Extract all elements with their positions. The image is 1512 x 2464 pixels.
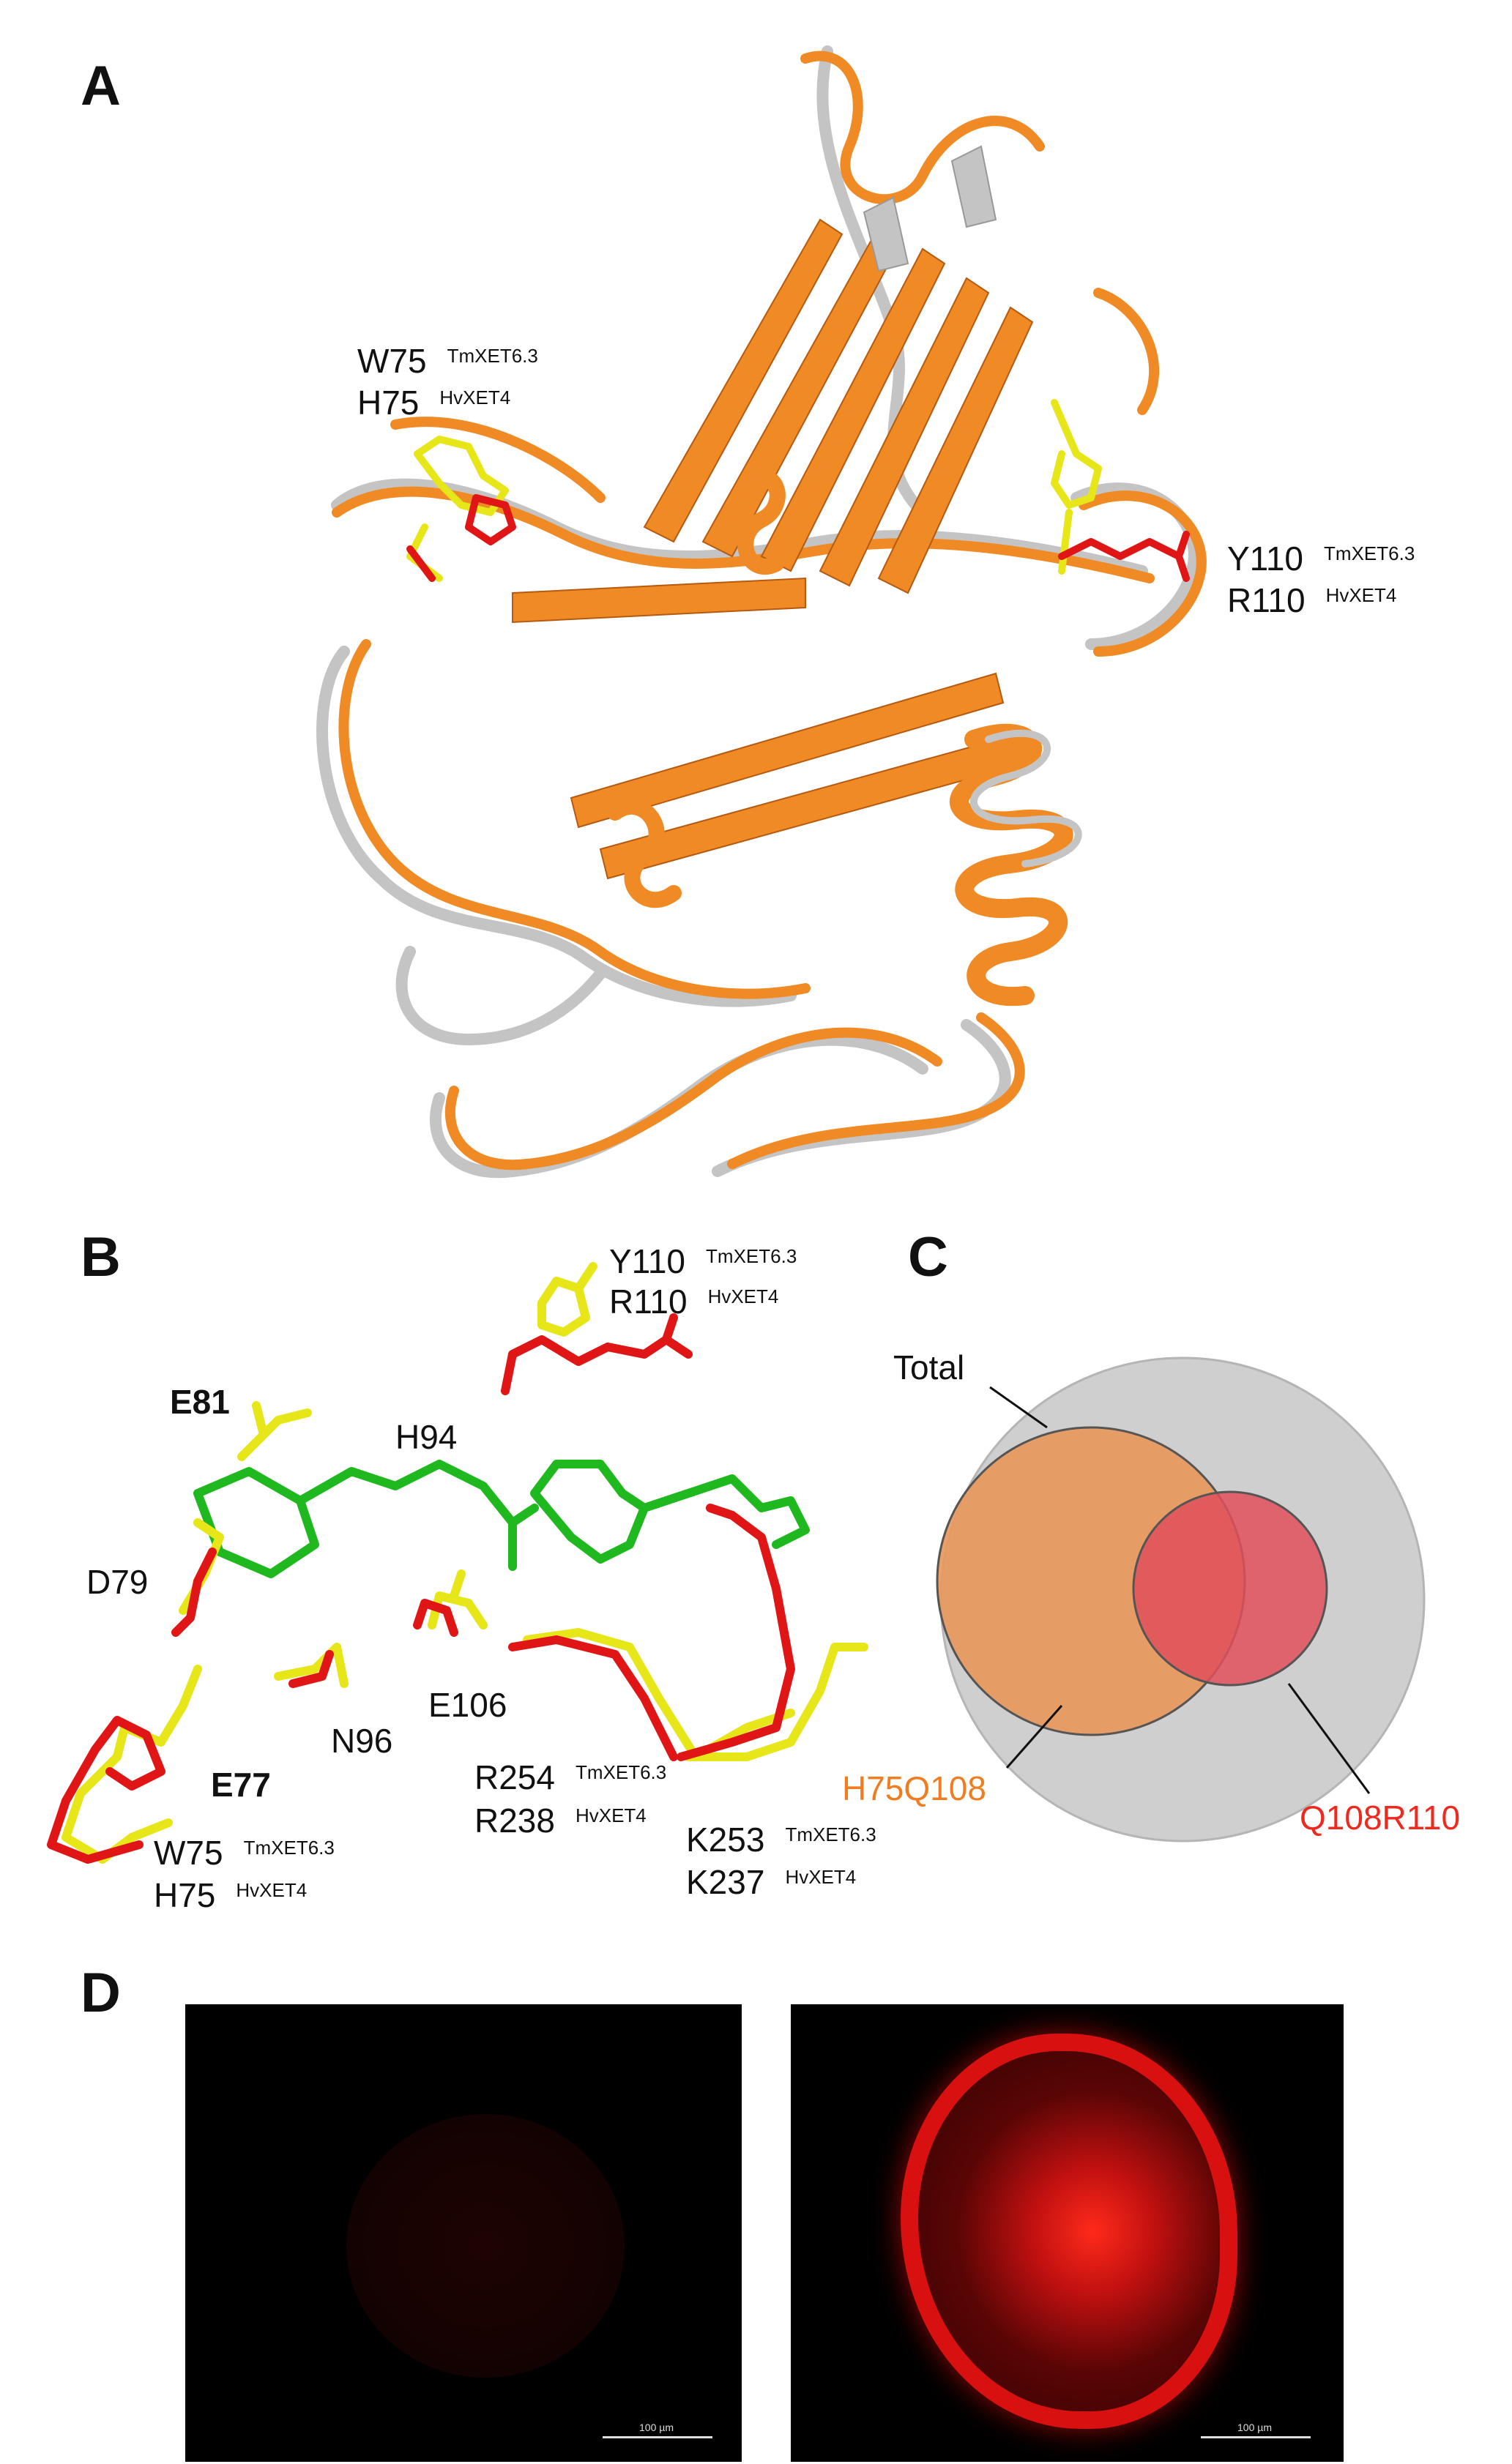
red-r238 — [508, 1635, 678, 1761]
venn-diagram — [936, 1356, 1426, 1843]
red-n96 — [288, 1650, 334, 1688]
panel-b-e81-label: E81 — [170, 1383, 230, 1421]
venn-total-label: Total — [893, 1348, 965, 1386]
active-site-sticks — [47, 1262, 868, 1864]
micrograph-right: 100 µm — [791, 2004, 1344, 2462]
venn-h75q108-leader — [1005, 1705, 1063, 1769]
h75-sidechain — [406, 494, 516, 582]
grey-ribbon — [316, 45, 1200, 1179]
panel-label-d: D — [81, 1962, 121, 2024]
micrograph-right-section — [901, 2034, 1237, 2429]
orange-ribbon — [332, 51, 1207, 1171]
red-h75 — [47, 1716, 165, 1864]
panel-b-d79-label: D79 — [86, 1563, 149, 1601]
e81-stick — [237, 1401, 312, 1461]
y110-stick — [537, 1262, 597, 1337]
r110-sidechain — [1058, 531, 1190, 582]
helix-center — [607, 469, 786, 908]
scale-text-right: 100 µm — [1237, 2422, 1272, 2433]
venn-h75q108-label: H75Q108 — [842, 1769, 986, 1807]
venn-q108r110-label: Q108R110 — [1300, 1799, 1461, 1837]
beta-strands — [512, 218, 1034, 880]
protein-structure-overlay — [316, 45, 1207, 1179]
panel-label-b: B — [81, 1226, 121, 1288]
red-k237 — [677, 1504, 795, 1761]
y110-sidechain — [1051, 399, 1102, 575]
ligand — [193, 1460, 810, 1578]
panel-label-c: C — [908, 1226, 948, 1288]
venn-total-leader — [989, 1386, 1048, 1429]
e106-stick — [428, 1569, 488, 1629]
micrograph-left: 100 µm — [185, 2004, 742, 2462]
k253-stick — [684, 1643, 868, 1761]
scale-bar-right — [1201, 2436, 1311, 2438]
scale-bar-left — [603, 2436, 712, 2438]
scale-text-left: 100 µm — [639, 2422, 674, 2433]
w75-sidechain — [406, 436, 509, 582]
panel-b-e106-label: E106 — [428, 1686, 507, 1724]
venn-q108r110-leader — [1287, 1683, 1371, 1794]
helix-right — [950, 723, 1073, 1007]
panel-b-n96-label: N96 — [331, 1722, 393, 1760]
red-d79 — [171, 1548, 217, 1637]
panel-b-h94-label: H94 — [395, 1418, 458, 1456]
r254-stick — [523, 1628, 795, 1761]
r110-stick — [501, 1313, 693, 1395]
venn-q108r110-circle — [1132, 1490, 1328, 1687]
grey-strands — [863, 145, 997, 272]
w75-stick — [62, 1665, 202, 1864]
helix-right-grey — [969, 729, 1082, 867]
panel-b-e77-label: E77 — [211, 1766, 271, 1804]
red-e106 — [413, 1599, 458, 1637]
panel-label-a: A — [81, 55, 121, 117]
micrograph-left-section — [346, 2114, 625, 2378]
